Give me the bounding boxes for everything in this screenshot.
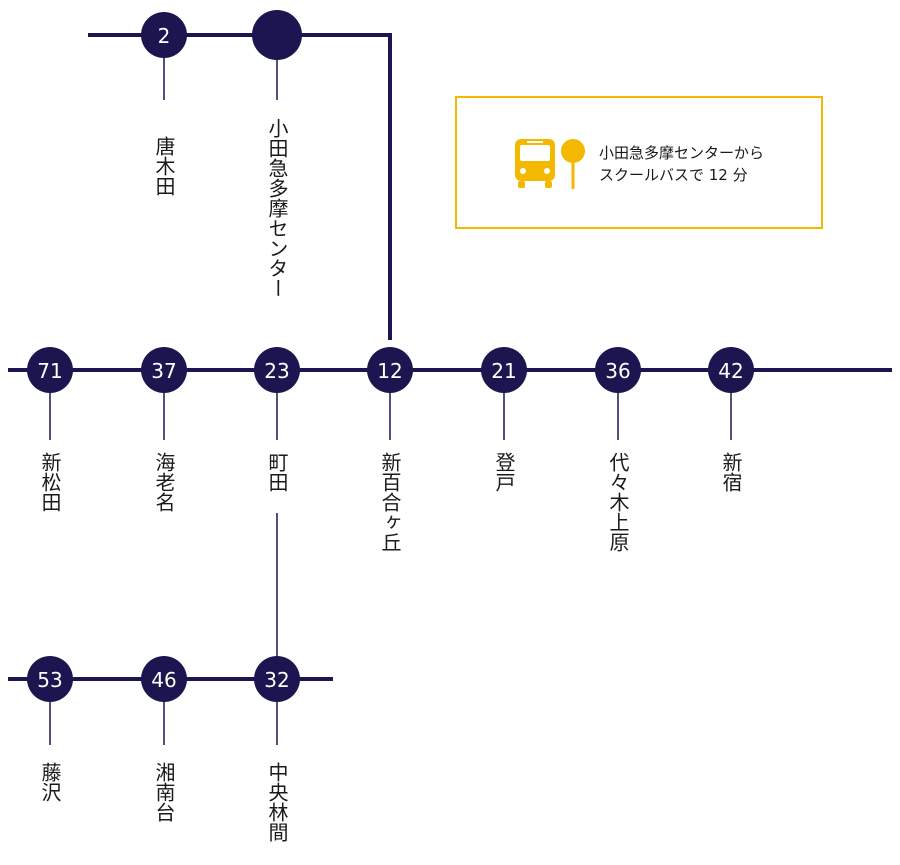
station-number: 42 [718, 359, 743, 383]
station-karakida: 2 唐木田 [141, 12, 187, 196]
station-shinmatsuda: 71 新松田 [27, 347, 73, 512]
info-line-1: 小田急多摩センターから [599, 144, 765, 162]
school-bus-info-box: 小田急多摩センターから スクールバスで 12 分 [455, 96, 823, 229]
tama-line [88, 33, 392, 340]
station-name: 海老名 [152, 452, 176, 512]
bus-stop-icon [561, 139, 585, 189]
station-name: 湘南台 [152, 762, 176, 822]
station-number: 53 [37, 668, 62, 692]
station-shinyurigaoka: 12 新百合ヶ丘 [367, 347, 413, 552]
station-shinjuku: 42 新宿 [708, 347, 754, 492]
info-icons [515, 139, 585, 189]
station-number: 23 [264, 359, 289, 383]
station-number: 32 [264, 668, 289, 692]
station-name: 登戸 [492, 452, 516, 492]
info-text: 小田急多摩センターから スクールバスで 12 分 [599, 142, 764, 186]
station-number: 37 [151, 359, 176, 383]
station-shonandai: 46 湘南台 [141, 656, 187, 822]
station-machida: 23 町田 [254, 347, 300, 492]
station-number: 12 [377, 359, 402, 383]
station-name: 中央林間 [265, 762, 289, 842]
station-number: 2 [158, 24, 171, 48]
station-number: 46 [151, 668, 176, 692]
station-name: 代々木上原 [606, 452, 630, 552]
bus-icon [515, 139, 555, 188]
station-tama-center: 小田急多摩センター [252, 10, 302, 298]
station-ebina: 37 海老名 [141, 347, 187, 512]
station-name: 町田 [265, 452, 289, 492]
station-number: 36 [605, 359, 630, 383]
station-yoyogiuehara: 36 代々木上原 [595, 347, 641, 552]
station-name: 新松田 [38, 452, 62, 512]
station-name: 唐木田 [152, 136, 176, 196]
station-number: 21 [491, 359, 516, 383]
station-number: 71 [37, 359, 62, 383]
station-name: 小田急多摩センター [265, 118, 289, 298]
station-name: 藤沢 [38, 762, 62, 802]
station-fujisawa: 53 藤沢 [27, 656, 73, 802]
station-noborito: 21 登戸 [481, 347, 527, 492]
station-chuorinkan: 32 中央林間 [254, 656, 300, 842]
station-name: 新百合ヶ丘 [378, 452, 402, 552]
info-line-2: スクールバスで 12 分 [599, 166, 748, 184]
station-name: 新宿 [719, 452, 743, 492]
